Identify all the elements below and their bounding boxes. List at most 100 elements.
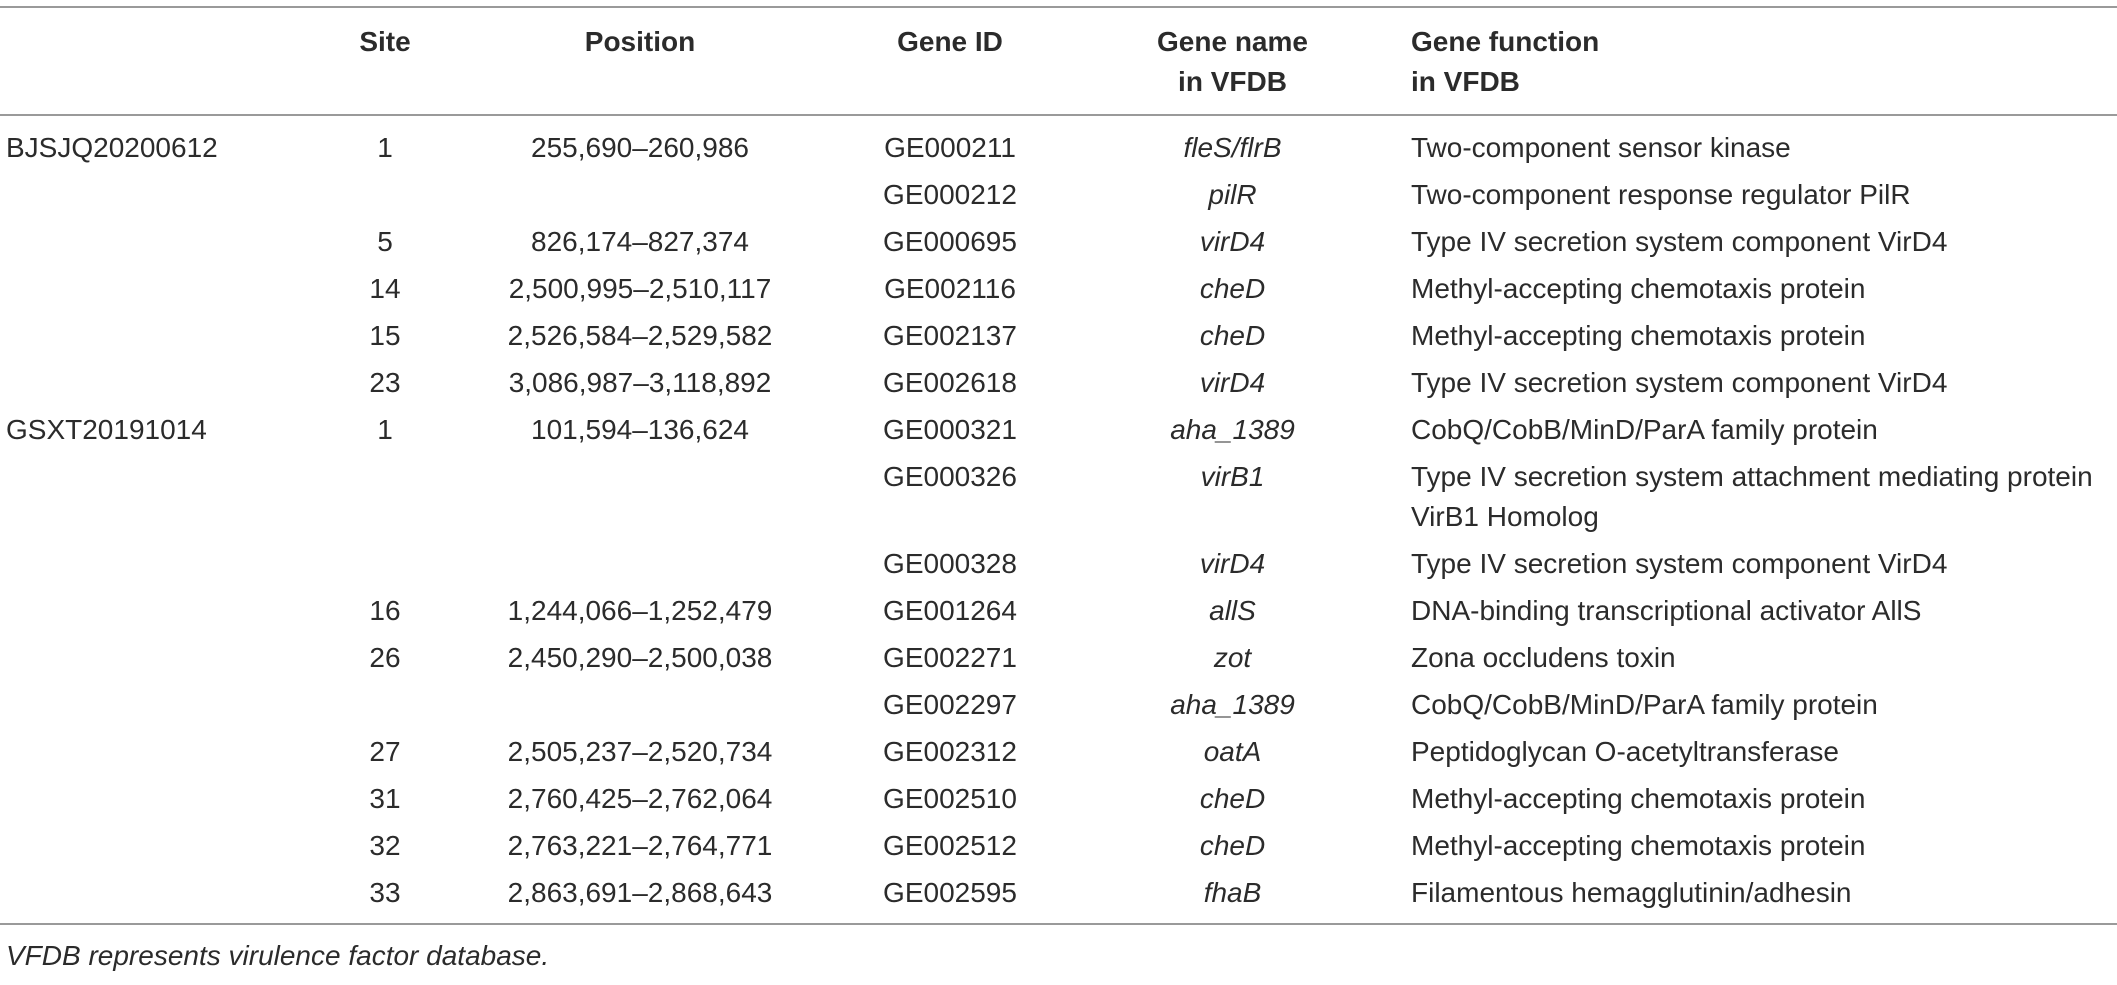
cell-gene-id: GE000321	[883, 414, 1017, 445]
header-gene-name: Gene name in VFDB	[1060, 7, 1405, 115]
vfdb-table-container: Site Position Gene ID Gene name in VFDB …	[0, 6, 2117, 925]
cell-gene-function: Peptidoglycan O-acetyltransferase	[1411, 736, 1839, 767]
cell-site: 1	[377, 132, 393, 163]
cell-gene-function: Methyl-accepting chemotaxis protein	[1411, 783, 1866, 814]
cell-position: 3,086,987–3,118,892	[508, 367, 772, 398]
cell-site: 32	[369, 830, 401, 861]
header-site: Site	[359, 26, 411, 57]
cell-gene-id: GE000211	[884, 132, 1016, 163]
cell-gene-function: Type IV secretion system component VirD4	[1411, 226, 1948, 257]
cell-site: 33	[369, 877, 401, 908]
cell-gene-name: fhaB	[1203, 877, 1262, 908]
cell-site	[330, 682, 440, 729]
cell-strain	[0, 588, 330, 635]
header-gene-function: Gene function in VFDB	[1405, 7, 2117, 115]
cell-gene-name: zot	[1213, 642, 1252, 673]
cell-strain	[0, 823, 330, 870]
cell-position	[440, 541, 840, 588]
cell-position: 2,500,995–2,510,117	[508, 273, 772, 304]
cell-position	[440, 454, 840, 541]
table-header: Site Position Gene ID Gene name in VFDB …	[0, 7, 2117, 115]
cell-site	[330, 541, 440, 588]
cell-site: 26	[369, 642, 401, 673]
cell-position: 2,505,237–2,520,734	[507, 736, 773, 767]
cell-gene-id: GE001264	[883, 595, 1017, 626]
cell-gene-name: virB1	[1200, 461, 1265, 492]
cell-gene-function: Type IV secretion system attachment medi…	[1411, 461, 2093, 532]
cell-gene-name: virD4	[1199, 367, 1266, 398]
table-row: 27 2,505,237–2,520,734 GE002312 oatA Peptido…	[0, 729, 2117, 776]
cell-gene-id: GE000326	[883, 461, 1017, 492]
header-gene-function-line2: in VFDB	[1411, 66, 1520, 97]
header-row: Site Position Gene ID Gene name in VFDB …	[0, 7, 2117, 115]
cell-gene-id: GE002137	[883, 320, 1017, 351]
cell-gene-function: Methyl-accepting chemotaxis protein	[1411, 273, 1866, 304]
header-gene-name-line2: in VFDB	[1178, 66, 1287, 97]
cell-gene-name: cheD	[1199, 320, 1266, 351]
cell-site	[330, 454, 440, 541]
table-row: GE000326 virB1 Type IV secretion system at…	[0, 454, 2117, 541]
cell-site: 16	[369, 595, 401, 626]
cell-position: 2,760,425–2,762,064	[507, 783, 773, 814]
cell-strain	[0, 219, 330, 266]
cell-strain	[0, 266, 330, 313]
cell-strain	[0, 313, 330, 360]
cell-position: 2,863,691–2,868,643	[507, 877, 773, 908]
cell-site: 27	[369, 736, 401, 767]
cell-gene-name: aha_1389	[1170, 689, 1295, 720]
cell-site: 1	[377, 414, 393, 445]
cell-strain	[0, 454, 330, 541]
cell-gene-name: virD4	[1199, 548, 1266, 579]
cell-position: 2,450,290–2,500,038	[507, 642, 773, 673]
cell-gene-name: allS	[1209, 595, 1256, 626]
cell-gene-name: virD4	[1199, 226, 1266, 257]
cell-gene-function: CobQ/CobB/MinD/ParA family protein	[1411, 689, 1878, 720]
cell-gene-name: oatA	[1203, 736, 1262, 767]
table-row: GE000328 virD4 Type IV secretion system co…	[0, 541, 2117, 588]
cell-position	[440, 682, 840, 729]
cell-gene-function: Two-component response regulator PilR	[1411, 179, 1911, 210]
cell-gene-function: Type IV secretion system component VirD4	[1411, 548, 1948, 579]
cell-gene-function: CobQ/CobB/MinD/ParA family protein	[1411, 414, 1878, 445]
cell-strain	[0, 870, 330, 924]
cell-gene-name: cheD	[1199, 830, 1266, 861]
cell-gene-id: GE000328	[883, 548, 1017, 579]
cell-strain	[0, 635, 330, 682]
cell-gene-id: GE000695	[883, 226, 1017, 257]
cell-strain	[0, 541, 330, 588]
header-gene-id: Gene ID	[897, 26, 1003, 57]
table-footnote: VFDB represents virulence factor databas…	[6, 940, 550, 971]
cell-gene-id: GE002116	[884, 273, 1016, 304]
cell-strain	[0, 729, 330, 776]
cell-gene-id: GE002312	[883, 736, 1017, 767]
cell-position: 826,174–827,374	[531, 226, 749, 257]
cell-site: 23	[369, 367, 401, 398]
cell-gene-id: GE002595	[883, 877, 1017, 908]
cell-site: 14	[369, 273, 401, 304]
cell-gene-function: Methyl-accepting chemotaxis protein	[1411, 830, 1866, 861]
header-strain	[0, 7, 330, 115]
cell-position: 101,594–136,624	[531, 414, 749, 445]
header-gene-name-line1: Gene name	[1157, 26, 1308, 57]
cell-position: 2,763,221–2,764,771	[507, 830, 773, 861]
cell-strain	[0, 682, 330, 729]
cell-position	[440, 172, 840, 219]
cell-gene-id: GE002510	[883, 783, 1017, 814]
cell-strain: GSXT20191014	[6, 414, 207, 445]
cell-gene-name: cheD	[1199, 783, 1266, 814]
cell-gene-name: pilR	[1208, 179, 1257, 210]
cell-gene-function: DNA-binding transcriptional activator Al…	[1411, 595, 1922, 626]
vfdb-table: Site Position Gene ID Gene name in VFDB …	[0, 6, 2117, 925]
cell-gene-id: GE002271	[883, 642, 1017, 673]
